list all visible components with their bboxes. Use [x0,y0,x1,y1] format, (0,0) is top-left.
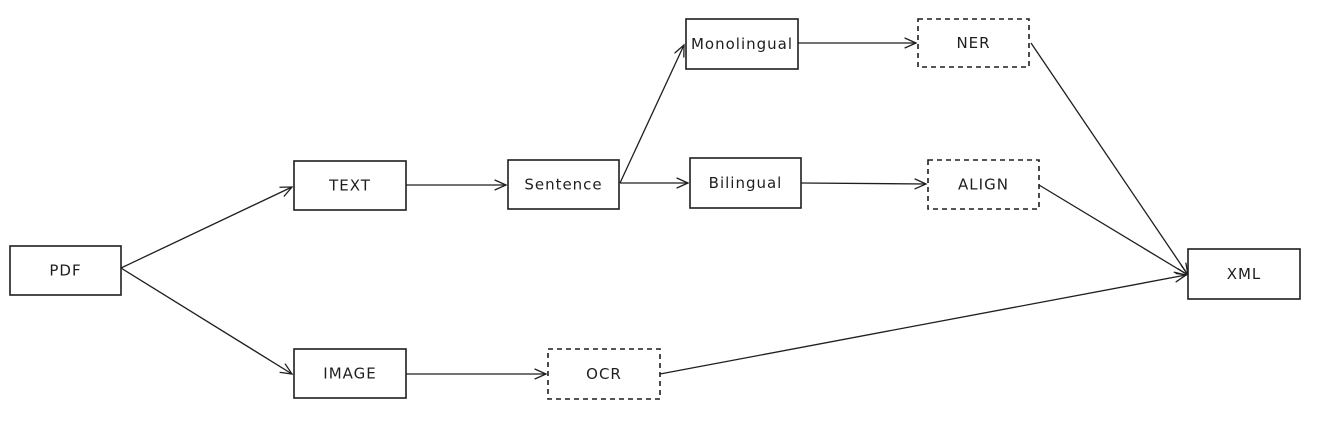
node-xml: XML [1187,248,1301,300]
node-box [9,245,122,296]
node-ner: NER [917,18,1030,68]
node-bilingual: Bilingual [689,157,802,209]
edge-line [120,186,293,269]
edge-monolingual-to-ner [798,37,918,49]
edge-line [619,44,685,184]
node-pdf: PDF [9,245,122,296]
arrowhead-icon [279,363,294,375]
edge-line [800,182,927,185]
edge-pdf-to-image [120,267,294,375]
node-ocr: OCR [547,348,661,400]
node-sentence: Sentence [507,159,620,210]
edge-image-to-ocr [406,368,548,380]
arrowhead-icon [674,43,685,58]
node-label: NER [956,34,990,52]
nodes-layer: PDF TEXT IMAGE Sentence MonolingualBilingual… [9,18,1301,400]
node-box [927,159,1040,210]
arrowhead-icon [494,179,508,191]
arrowhead-icon [534,368,548,380]
edges-layer [120,37,1190,380]
node-label: PDF [49,262,81,280]
node-label: TEXT [328,177,371,195]
node-image: IMAGE [293,348,407,399]
edge-line [659,274,1187,375]
node-label: ALIGN [958,176,1009,194]
edge-line [1030,42,1189,276]
arrowhead-icon [676,177,690,189]
arrowhead-icon [1173,271,1188,283]
node-box [685,18,799,70]
edge-line [1038,184,1189,276]
node-box [547,348,661,400]
node-label: XML [1227,265,1262,283]
node-box [1187,248,1301,300]
arrowhead-icon [904,37,918,49]
edge-ocr-to-xml [659,271,1188,375]
edge-align-to-xml [1038,184,1190,276]
edge-sentence-to-monolingual [619,43,685,184]
node-box [293,348,407,399]
node-align: ALIGN [927,159,1040,210]
edge-sentence-to-bilingual [620,177,690,189]
edge-text-to-sentence [406,179,508,191]
arrowhead-icon [279,186,294,197]
edge-bilingual-to-align [800,178,928,190]
node-box [293,160,407,211]
node-label: OCR [586,365,622,383]
edge-pdf-to-text [120,186,294,269]
node-monolingual: Monolingual [685,18,799,70]
node-label: IMAGE [323,365,376,383]
node-box [507,159,620,210]
node-label: Monolingual [691,35,793,53]
arrowhead-icon [914,178,928,190]
node-box [689,157,802,209]
node-text: TEXT [293,160,407,211]
node-box [917,18,1030,68]
node-label: Bilingual [709,174,783,192]
edge-ner-to-xml [1030,42,1189,277]
edge-line [120,267,293,375]
node-label: Sentence [524,176,602,194]
